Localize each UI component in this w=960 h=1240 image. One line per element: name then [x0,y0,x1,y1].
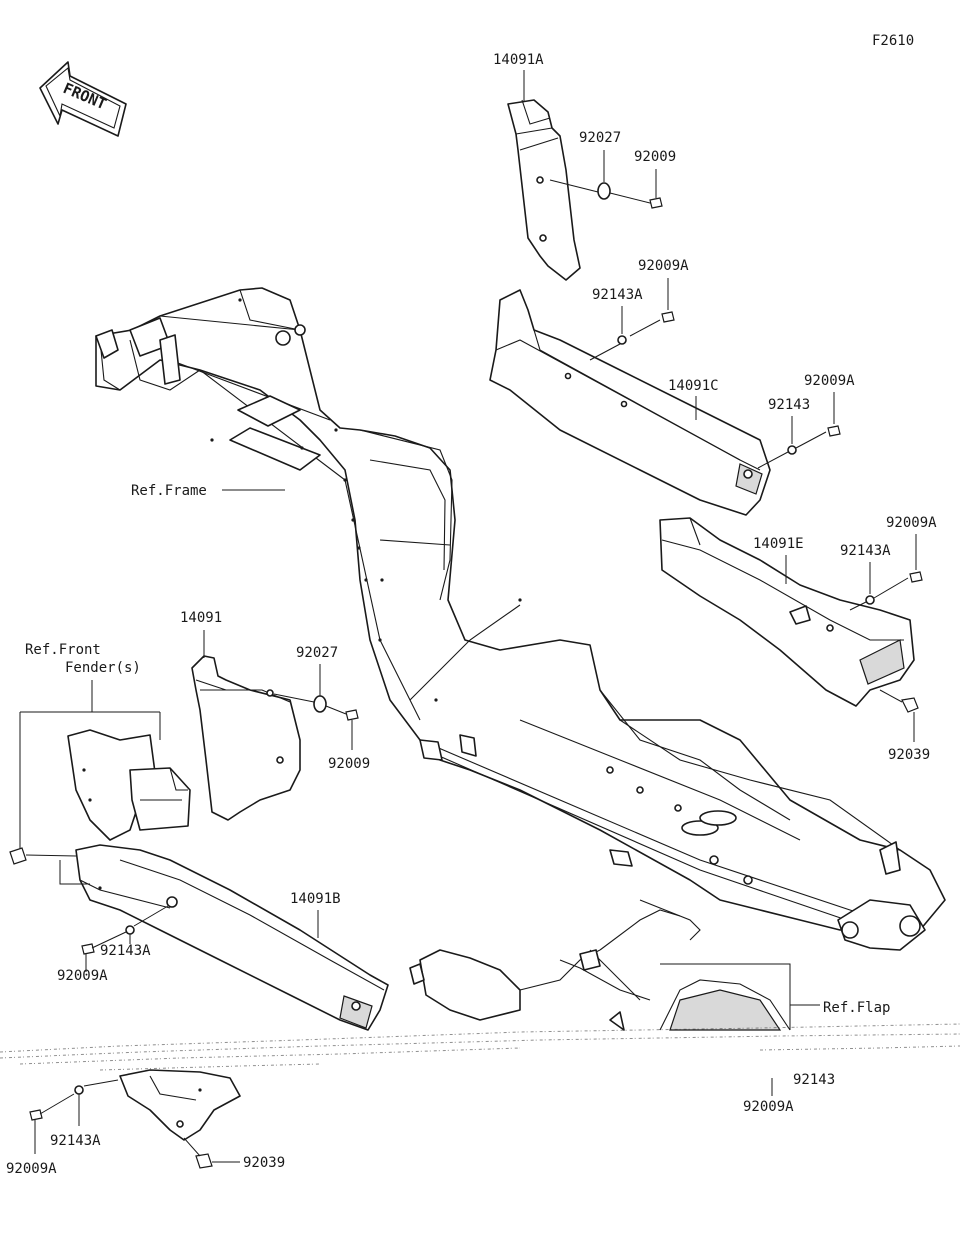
nut-92143A-3 [125,925,135,935]
ref-flap-label: Ref.Flap [823,1000,890,1016]
front-fender-reference [67,729,191,841]
part-14091B-guard [75,844,389,1031]
clip-92039-bottom [195,1153,213,1169]
callout-14091: 14091 [180,610,222,626]
callout-92143A-1: 92143A [592,287,643,303]
nut-92143A-2 [865,595,875,605]
front-direction-arrow: FRONT [39,61,127,137]
callout-14091C: 14091C [668,378,719,394]
callout-14091B: 14091B [290,891,341,907]
callout-92009-mid: 92009 [328,756,370,772]
clip-left-fender [9,847,27,865]
callout-92009A-1: 92009A [638,258,689,274]
part-14091E-guard [659,517,915,707]
figure-code: F2610 [872,33,914,49]
part-14091C-guard [489,289,771,516]
ref-frame-label: Ref.Frame [131,483,207,499]
washer-92027-mid [313,695,327,713]
nut-92143-1 [787,445,797,455]
ref-front-fender-label-2: Fender(s) [65,660,141,676]
callout-92039-bottom: 92039 [243,1155,285,1171]
bolt-92009-mid [345,709,359,721]
callout-92143A-2: 92143A [840,543,891,559]
callout-92039-right: 92039 [888,747,930,763]
part-14091A-guard [507,99,581,281]
bolt-92009A-3 [909,571,923,583]
bolt-92009-top [649,197,663,209]
lower-left-guard [119,1069,241,1141]
callout-92009A-5: 92009A [743,1099,794,1115]
frame-assembly [95,287,946,951]
callout-92143A-3: 92143A [100,943,151,959]
callout-92027-mid: 92027 [296,645,338,661]
nut-92143A-1 [617,335,627,345]
bolt-92009A-4 [81,943,95,955]
callout-92009A-3: 92009A [886,515,937,531]
callout-92009A-4: 92009A [57,968,108,984]
callout-92027-top: 92027 [579,130,621,146]
lower-guard-assembly [409,899,791,1031]
callout-14091E: 14091E [753,536,804,552]
part-14091-guard [191,655,301,821]
ref-flap-bracket [660,963,820,1030]
callout-14091A: 14091A [493,52,544,68]
bolt-92009A-6 [29,1109,43,1121]
bolt-92009A-2 [827,425,841,437]
washer-92027-top [597,182,611,200]
ref-front-fender-label-1: Ref.Front [25,642,101,658]
callout-92009A-2: 92009A [804,373,855,389]
scan-artifact-band [0,1023,960,1071]
callout-92009A-6: 92009A [6,1161,57,1177]
callout-92143-2: 92143 [793,1072,835,1088]
bolt-92009A-1 [661,311,675,323]
clip-92039-right [901,697,919,713]
callout-92143-1: 92143 [768,397,810,413]
nut-92143A-4 [74,1085,84,1095]
callout-92009-top: 92009 [634,149,676,165]
ref-front-fender-bracket [19,680,161,850]
callout-92143A-4: 92143A [50,1133,101,1149]
